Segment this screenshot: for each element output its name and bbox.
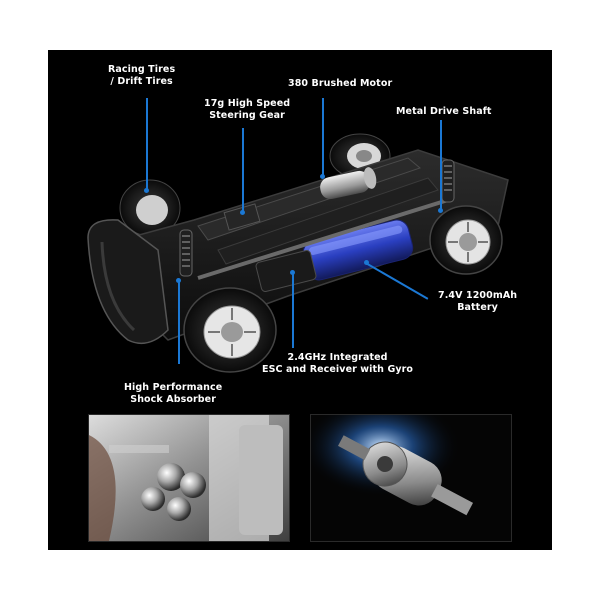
front-left-wheel	[119, 179, 181, 237]
motor-label: 380 Brushed Motor	[288, 78, 392, 90]
steering-callout-line	[242, 128, 244, 212]
steering-servo	[223, 203, 261, 231]
shock-label-line1: High Performance	[124, 382, 223, 393]
esc-label: 2.4GHz Integrated ESC and Receiver with …	[262, 352, 413, 376]
front-shock	[179, 229, 193, 277]
product-feature-panel: Racing Tires / Drift Tires 17g High Spee…	[48, 50, 552, 550]
esc-label-line1: 2.4GHz Integrated	[287, 352, 388, 363]
shock-callout-line	[178, 280, 180, 364]
esc-receiver	[255, 250, 317, 292]
steering-label-line2: Steering Gear	[209, 110, 285, 121]
esc-label-line2: ESC and Receiver with Gyro	[262, 364, 414, 375]
drive-shaft-callout-dot	[438, 208, 443, 213]
shock-label: High Performance Shock Absorber	[124, 382, 222, 406]
motor-callout-dot	[320, 174, 325, 179]
tires-label-line2: / Drift Tires	[110, 76, 173, 87]
brushed-motor	[320, 167, 377, 200]
drive-shaft	[197, 198, 449, 280]
tires-callout-dot	[144, 188, 149, 193]
motor-callout-line	[322, 98, 324, 176]
rear-shock	[441, 159, 455, 203]
rear-right-wheel	[329, 133, 391, 179]
steering-label-line1: 17g High Speed	[204, 98, 291, 109]
motor-label-text: 380 Brushed Motor	[288, 78, 393, 89]
battery-label-line1: 7.4V 1200mAh	[438, 290, 518, 301]
front-right-wheel	[183, 287, 277, 373]
rc-car-chassis-image	[87, 133, 509, 373]
steering-callout-dot	[240, 210, 245, 215]
esc-callout-dot	[290, 270, 295, 275]
drive-shaft-callout-line	[440, 120, 442, 210]
differential-detail-photo	[310, 414, 512, 542]
esc-callout-line	[292, 272, 294, 348]
drive-shaft-label: Metal Drive Shaft	[396, 106, 492, 118]
rear-left-wheel	[429, 205, 503, 275]
battery-label-line2: Battery	[457, 302, 498, 313]
battery-callout-dot	[364, 260, 369, 265]
steering-label: 17g High Speed Steering Gear	[204, 98, 290, 122]
drive-shaft-label-text: Metal Drive Shaft	[396, 106, 492, 117]
front-bumper	[87, 219, 169, 345]
battery-label: 7.4V 1200mAh Battery	[438, 290, 517, 314]
shock-callout-dot	[176, 278, 181, 283]
tires-label: Racing Tires / Drift Tires	[108, 64, 175, 88]
shock-label-line2: Shock Absorber	[130, 394, 216, 405]
tires-label-line1: Racing Tires	[108, 64, 176, 75]
shock-absorber-detail-photo	[88, 414, 290, 542]
tires-callout-line	[146, 98, 148, 190]
